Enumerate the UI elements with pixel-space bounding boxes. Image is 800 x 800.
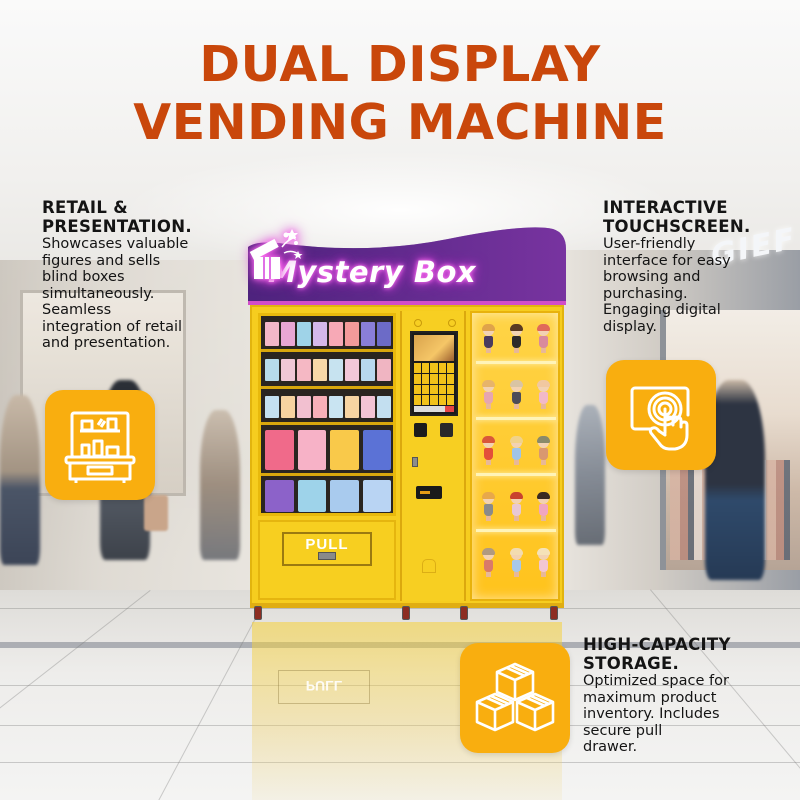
figure-row <box>482 436 550 465</box>
caster-wheel <box>254 606 262 620</box>
figure-row <box>482 380 550 409</box>
gift-box-icon <box>249 229 303 279</box>
retail-icon-tile <box>45 390 155 500</box>
coin-slot[interactable] <box>416 486 442 499</box>
marquee-title: Mystery Box <box>268 255 477 289</box>
display-cabinet-icon <box>64 411 136 483</box>
touchscreen-tap-icon <box>630 386 690 451</box>
control-panel <box>400 311 466 601</box>
marquee-sign: Mystery Box <box>248 225 566 305</box>
screen-banner <box>414 335 454 361</box>
figure-row <box>482 324 550 353</box>
figure-row <box>482 492 550 521</box>
machine-body: PULL <box>250 305 564 605</box>
feature-touchscreen: INTERACTIVE TOUCHSCREEN. User-friendly i… <box>603 198 800 335</box>
machine-base <box>250 603 564 608</box>
feature-storage: HIGH-CAPACITY STORAGE. Optimized space f… <box>583 635 798 756</box>
touchscreen-icon-tile <box>606 360 716 470</box>
caster-wheel <box>402 606 410 620</box>
vending-machine: Mystery Box <box>248 225 566 625</box>
figure-showcase <box>470 311 560 601</box>
screen-footer-bar <box>414 406 454 412</box>
feature-title: HIGH-CAPACITY STORAGE. <box>583 635 731 673</box>
feature-description: Optimized space for maximum product inve… <box>583 673 729 755</box>
shopping-bag <box>144 495 168 531</box>
shopper-figure <box>200 410 240 560</box>
shopper-figure <box>575 405 605 545</box>
storage-icon-tile <box>460 643 570 753</box>
marquee-panel <box>248 227 566 305</box>
product-grid[interactable] <box>414 363 454 405</box>
caster-wheel <box>460 606 468 620</box>
feature-description: Showcases valuable figures and sells bli… <box>42 236 189 351</box>
pull-label: PULL <box>282 532 372 566</box>
bill-acceptor[interactable] <box>440 423 453 437</box>
title-line-1: DUAL DISPLAY <box>199 36 601 93</box>
caster-wheel <box>550 606 558 620</box>
feature-retail: RETAIL & PRESENTATION. Showcases valuabl… <box>42 198 252 352</box>
blind-box-cabinet <box>258 313 396 516</box>
touchscreen-display[interactable] <box>410 331 458 416</box>
feature-title: INTERACTIVE TOUCHSCREEN. <box>603 198 751 236</box>
pull-drawer[interactable]: PULL <box>258 520 396 600</box>
stacked-boxes-icon <box>475 662 555 732</box>
drawer-handle[interactable] <box>318 552 336 560</box>
door-lock <box>412 457 418 467</box>
feature-title: RETAIL & PRESENTATION. <box>42 198 192 236</box>
title-line-2: VENDING MACHINE <box>133 94 667 151</box>
reflected-pull-label: PULL <box>278 670 370 704</box>
figure-row <box>482 548 550 577</box>
shopper-figure <box>0 395 40 565</box>
pickup-hatch[interactable] <box>422 559 436 573</box>
feature-description: User-friendly interface for easy browsin… <box>603 236 731 335</box>
card-reader[interactable] <box>414 423 427 437</box>
page-title: DUAL DISPLAY VENDING MACHINE <box>0 36 800 152</box>
